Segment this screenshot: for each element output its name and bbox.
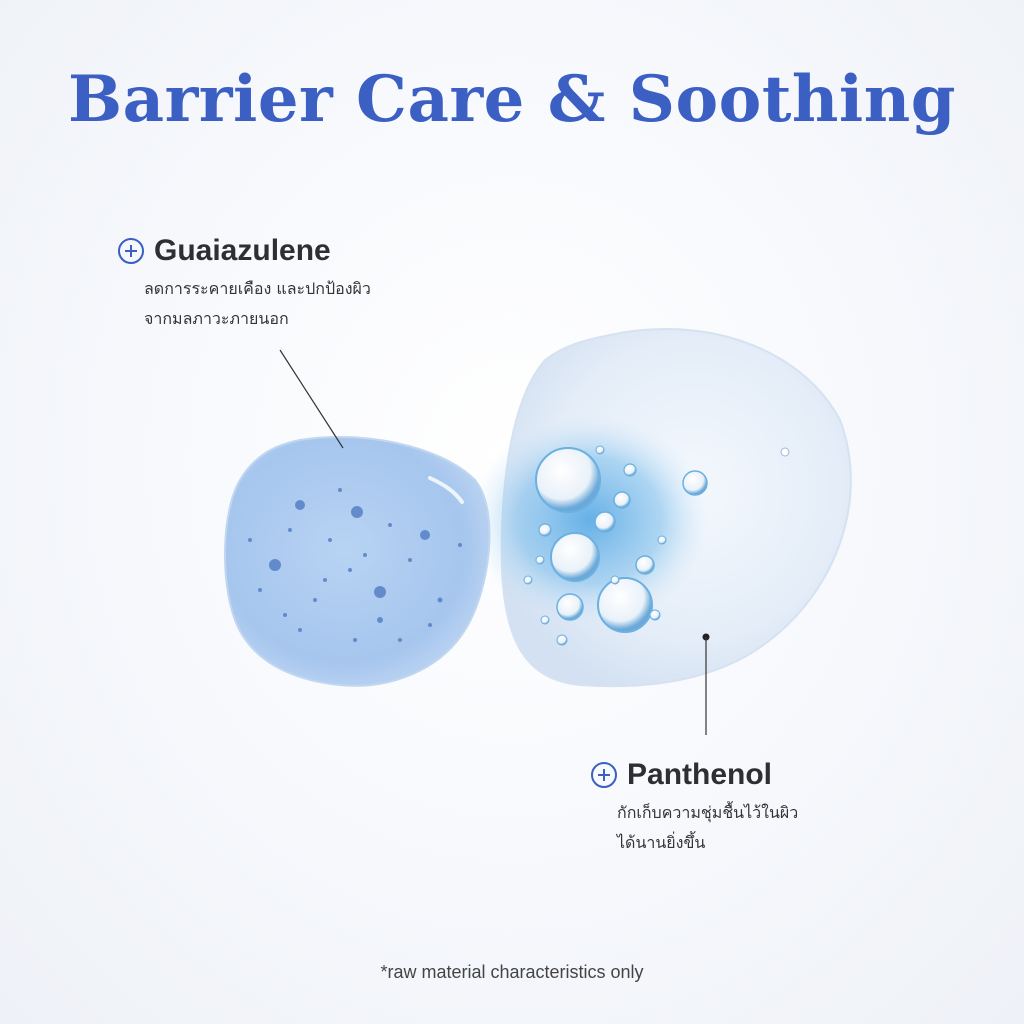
- guaiazulene-blob: [223, 435, 491, 687]
- description-line: ได้นานยิ่งขึ้น: [617, 833, 706, 852]
- blue-glow: [470, 415, 710, 625]
- ingredient-description: กักเก็บความชุ่มชื้นไว้ในผิว ได้นานยิ่งขึ…: [617, 798, 798, 858]
- description-line: ลดการระคายเคือง และปกป้องผิว: [144, 279, 371, 298]
- ingredient-guaiazulene: Guaiazulene ลดการระคายเคือง และปกป้องผิว…: [118, 234, 371, 334]
- ingredient-name: Panthenol: [627, 758, 773, 791]
- blue-blob-bubbles: [248, 488, 462, 642]
- plus-circle-icon: [591, 762, 617, 788]
- ingredient-description: ลดการระคายเคือง และปกป้องผิว จากมลภาวะภา…: [144, 274, 371, 334]
- page-title: Barrier Care & Soothing: [68, 62, 956, 137]
- description-line: กักเก็บความชุ่มชื้นไว้ในผิว: [617, 803, 799, 822]
- plus-circle-icon: [118, 238, 144, 264]
- ingredient-name: Guaiazulene: [154, 234, 331, 267]
- guaiazulene-pointer-line: [279, 349, 344, 449]
- ingredient-panthenol: Panthenol กักเก็บความชุ่มชื้นไว้ในผิว ได…: [591, 758, 798, 858]
- bubble-cluster: [523, 445, 790, 646]
- description-line: จากมลภาวะภายนอก: [144, 309, 289, 328]
- footnote: *raw material characteristics only: [380, 962, 644, 982]
